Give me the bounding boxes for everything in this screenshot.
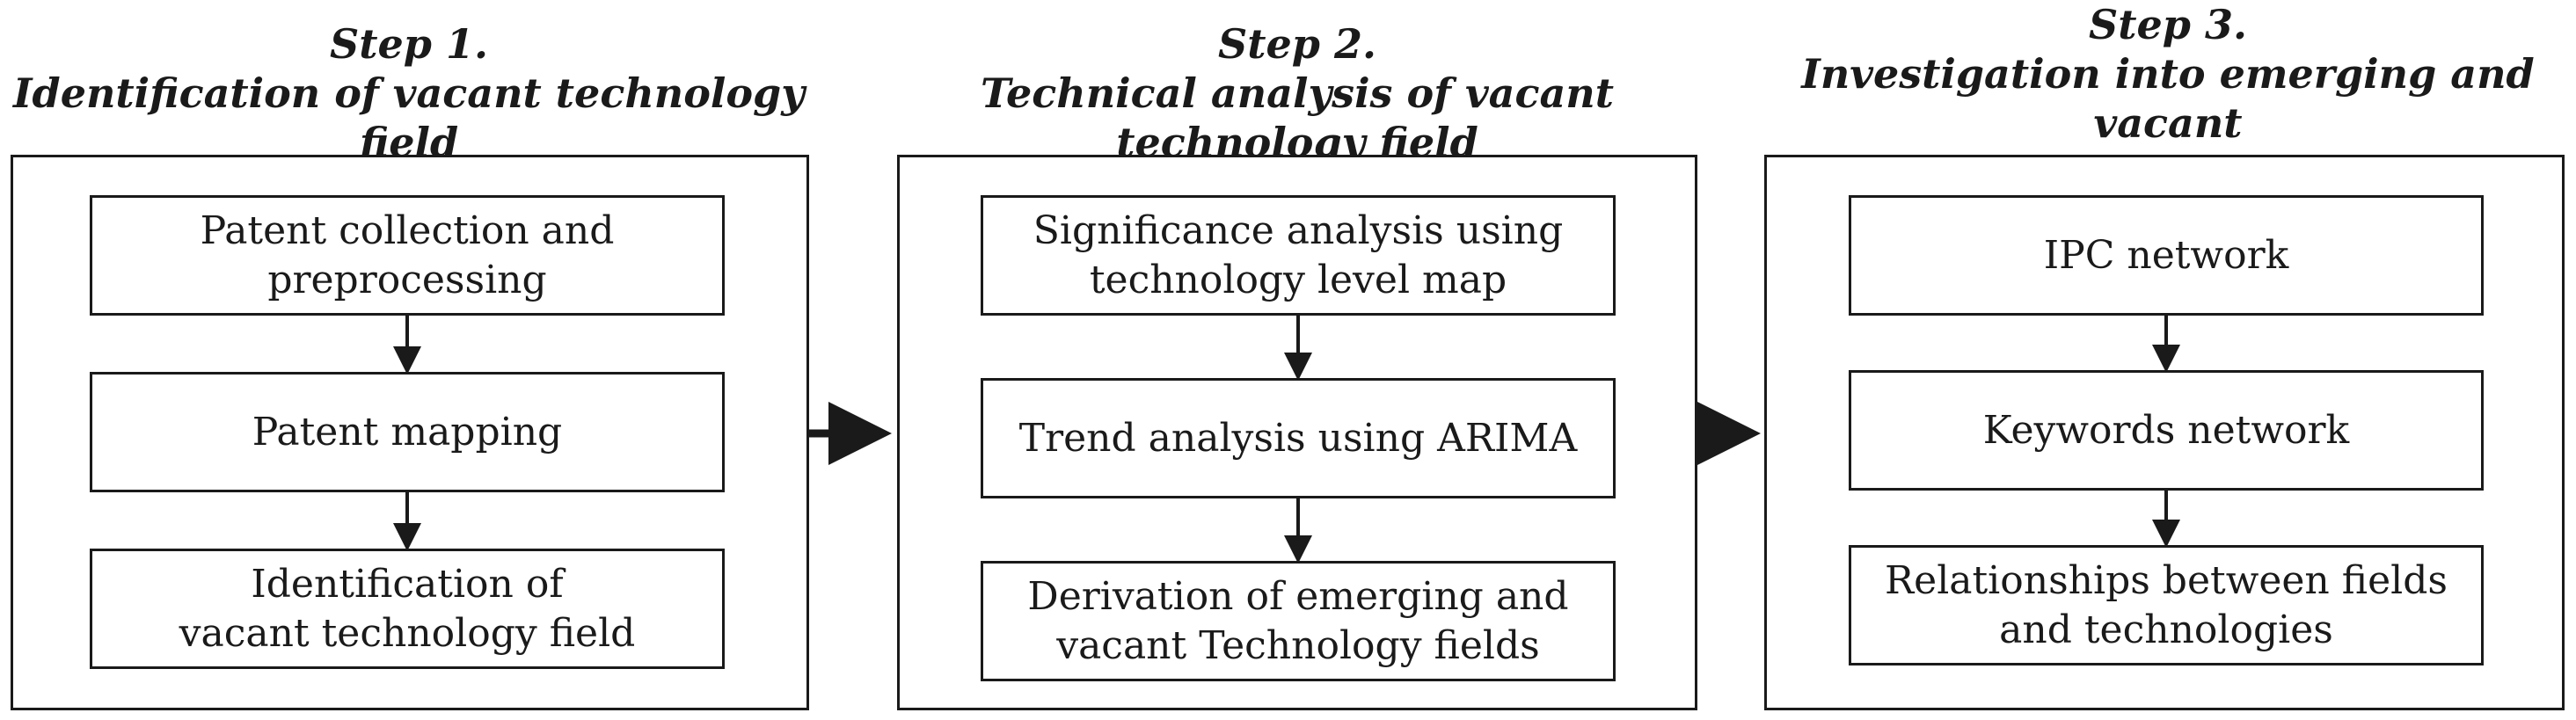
step-3-box-relationships: Relationships between fields and technol… [1849,545,2484,665]
step-2-heading: Technical analysis of vacant technology … [981,69,1614,166]
step-3-box-keywords: Keywords network [1849,370,2484,491]
step-3-label: Step 3. [2089,1,2247,48]
step-2-box-significance: Significance analysis using technology l… [981,195,1616,316]
step-1-heading: Identification of vacant technology fiel… [13,69,805,166]
step-1-label: Step 1. [330,20,488,68]
step-2-title: Step 2. Technical analysis of vacant tec… [866,19,1728,167]
step-1-box-collection: Patent collection and preprocessing [90,195,725,316]
step-2-box-derivation: Derivation of emerging and vacant Techno… [981,561,1616,681]
step-3-box-ipc: IPC network [1849,195,2484,316]
step-2-box-trend: Trend analysis using ARIMA [981,378,1616,498]
step-1-title: Step 1. Identification of vacant technol… [0,19,818,167]
step-1-box-identification: Identification of vacant technology fiel… [90,549,725,669]
step-2-label: Step 2. [1218,20,1376,68]
